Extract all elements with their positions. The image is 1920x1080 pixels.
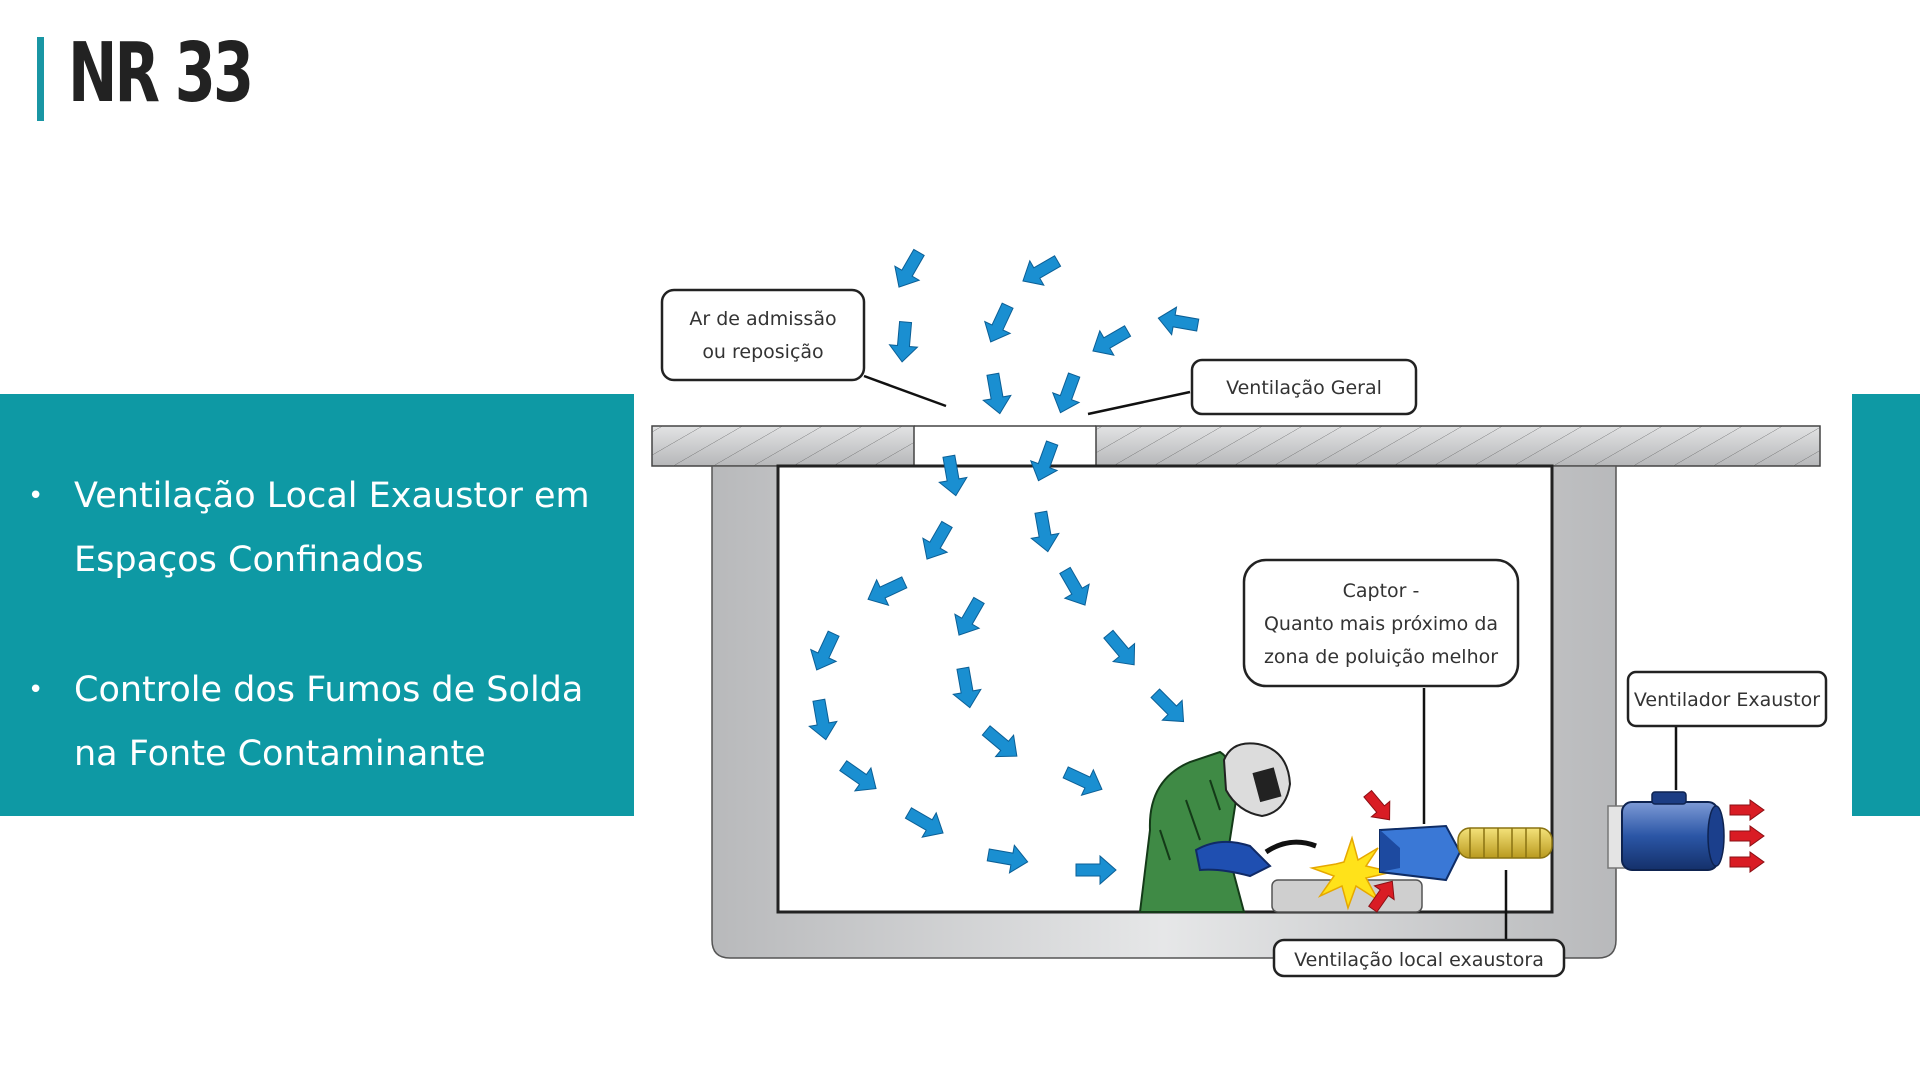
welder-figure (1138, 742, 1317, 913)
airflow-arrow-icon (888, 321, 919, 363)
bullet-line: Espaços Confinados (74, 540, 424, 580)
callout-captor-line1: Captor - (1343, 580, 1420, 602)
bullet-line: Ventilação Local Exaustor em (74, 476, 590, 516)
capture-inflow-arrows (1363, 789, 1395, 913)
airflow-arrows (808, 248, 1200, 886)
airflow-arrow-icon (894, 248, 925, 288)
bullet-list: • Ventilação Local Exaustor em Espaços C… (0, 464, 634, 852)
airflow-arrow-icon (1022, 255, 1062, 286)
airflow-arrow-icon (1157, 306, 1200, 336)
callout-leader-lines (863, 374, 1678, 942)
callout-intake-line1: Ar de admissão (689, 308, 836, 330)
callout-local-exhaust: Ventilação local exaustora (1272, 938, 1566, 978)
callout-intake-air: Ar de admissão ou reposição (660, 288, 866, 382)
captor-hood (1379, 824, 1553, 882)
airflow-arrow-icon (809, 630, 840, 671)
exhaust-fan-icon (1621, 791, 1725, 871)
bullet-line: Controle dos Fumos de Solda (74, 670, 584, 710)
airflow-arrow-icon (1051, 372, 1081, 414)
weld-spark-icon (1309, 835, 1393, 911)
airflow-arrow-icon (1059, 566, 1090, 606)
red-arrow-icon (1729, 825, 1765, 847)
bullet-item: • Controle dos Fumos de Solda na Fonte C… (0, 658, 634, 786)
airflow-arrow-icon (1029, 440, 1059, 482)
airflow-arrow-icon (1062, 766, 1103, 797)
bullet-panel (0, 394, 634, 816)
callout-general-label: Ventilação Geral (1226, 377, 1382, 399)
bullet-dot: • (28, 675, 44, 705)
airflow-arrow-icon (981, 725, 1018, 758)
red-arrow-icon (1363, 789, 1391, 821)
airflow-arrow-icon (839, 760, 877, 792)
roof-slab (651, 425, 1821, 467)
airflow-arrow-icon (938, 454, 968, 497)
title-accent-bar (37, 37, 44, 121)
airflow-arrow-icon (808, 698, 838, 741)
airflow-arrow-icon (986, 844, 1029, 874)
airflow-arrow-icon (904, 807, 944, 838)
exhaust-duct (1457, 827, 1553, 859)
red-arrow-icon (1729, 851, 1765, 873)
bullet-item: • Ventilação Local Exaustor em Espaços C… (0, 464, 634, 592)
airflow-arrow-icon (1092, 325, 1132, 356)
callout-fan-label: Ventilador Exaustor (1634, 689, 1820, 711)
callout-intake-line2: ou reposição (702, 341, 823, 363)
callout-local-label: Ventilação local exaustora (1294, 949, 1544, 971)
red-arrow-icon (1368, 880, 1395, 913)
bullet-line: na Fonte Contaminante (74, 734, 486, 774)
airflow-arrow-icon (1103, 629, 1136, 666)
callout-captor-line3: zona de poluição melhor (1264, 646, 1498, 668)
airflow-arrow-icon (867, 576, 908, 607)
airflow-arrow-icon (982, 372, 1012, 415)
airflow-arrow-icon (952, 666, 982, 709)
callout-captor: Captor - Quanto mais próximo da zona de … (1242, 558, 1520, 688)
bullet-dot: • (28, 481, 44, 511)
page-title: NR 33 (68, 26, 254, 121)
airflow-arrow-icon (983, 302, 1014, 343)
right-accent-strip (1852, 394, 1920, 816)
callout-general-ventilation: Ventilação Geral (1190, 358, 1418, 416)
callout-exhaust-fan: Ventilador Exaustor (1626, 670, 1828, 728)
airflow-arrow-icon (1150, 688, 1185, 723)
airflow-arrow-icon (1075, 854, 1117, 886)
airflow-arrow-icon (922, 520, 953, 560)
red-arrow-icon (1729, 799, 1765, 821)
exhaust-output-arrows (1729, 799, 1765, 873)
airflow-arrow-icon (954, 596, 985, 636)
ventilation-diagram: Ar de admissão ou reposição Ventilação G… (651, 248, 1828, 978)
callout-captor-line2: Quanto mais próximo da (1264, 613, 1498, 635)
airflow-arrow-icon (1030, 510, 1060, 553)
